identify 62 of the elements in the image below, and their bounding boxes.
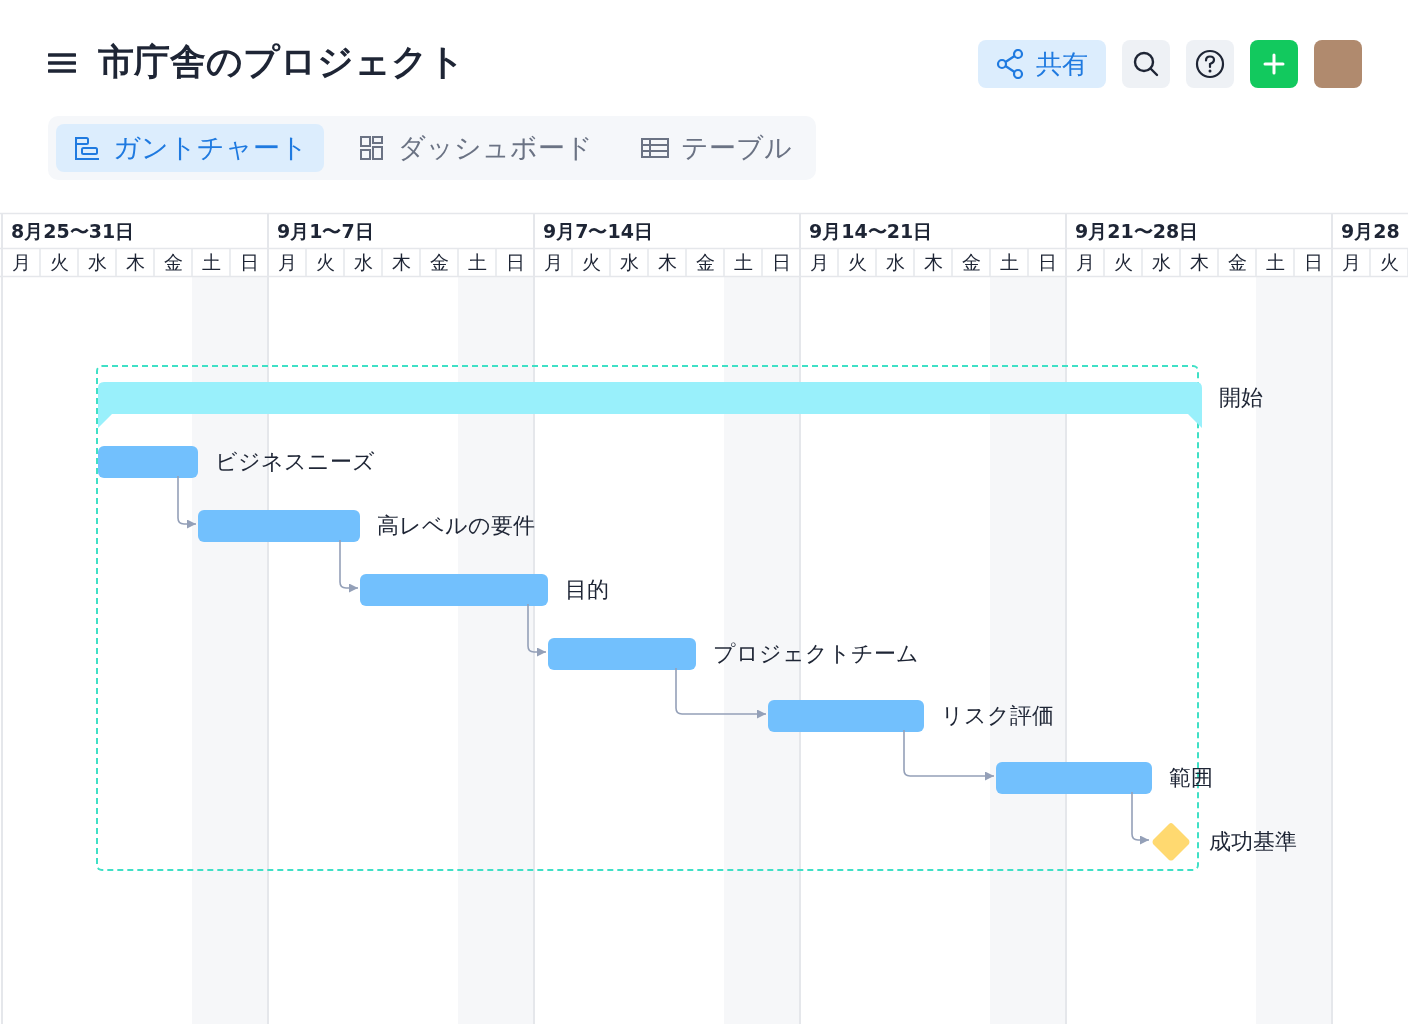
day-label: 金 [960, 250, 982, 274]
day-label: 月 [1074, 250, 1096, 274]
week-label: 9月14〜21日 [809, 219, 933, 244]
task-label: 目的 [565, 576, 609, 604]
day-label: 火 [1112, 250, 1134, 274]
day-label: 月 [276, 250, 298, 274]
day-label: 日 [504, 250, 526, 274]
day-label: 火 [314, 250, 336, 274]
dependency-arrow [527, 603, 547, 657]
phase-label: 開始 [1219, 384, 1263, 412]
day-label: 月 [542, 250, 564, 274]
day-label: 日 [1036, 250, 1058, 274]
week-label: 8月25〜31日 [11, 219, 135, 244]
day-label: 土 [1264, 250, 1286, 274]
dependency-arrow [903, 729, 995, 781]
day-label: 木 [390, 250, 412, 274]
day-label: 木 [922, 250, 944, 274]
task-label: プロジェクトチーム [713, 640, 919, 668]
task-label: リスク評価 [941, 702, 1054, 730]
week-label: 9月7〜14日 [543, 219, 653, 244]
day-label: 日 [1302, 250, 1324, 274]
day-label: 月 [808, 250, 830, 274]
day-label: 日 [238, 250, 260, 274]
table-tab: テーブル [626, 124, 806, 172]
day-label: 水 [618, 250, 640, 274]
dependency-arrow [177, 475, 197, 529]
day-label: 木 [656, 250, 678, 274]
task-label: 範囲 [1169, 764, 1213, 792]
day-label: 木 [1188, 250, 1210, 274]
dependency-arrow [339, 539, 359, 593]
week-label: 9月21〜28日 [1075, 219, 1199, 244]
dashboard-tab: ダッシュボード [340, 124, 610, 172]
day-label: 火 [48, 250, 70, 274]
dependency-arrow [675, 667, 767, 719]
day-label: 金 [1226, 250, 1248, 274]
day-label: 土 [732, 250, 754, 274]
task-label: ビジネスニーズ [215, 448, 375, 476]
day-label: 水 [1150, 250, 1172, 274]
milestone-label: 成功基準 [1209, 828, 1297, 856]
day-label: 木 [124, 250, 146, 274]
task-label: 高レベルの要件 [377, 512, 535, 540]
gantt-tab: ガントチャート [56, 124, 324, 172]
day-label: 月 [10, 250, 32, 274]
day-label: 火 [580, 250, 602, 274]
day-label: 水 [86, 250, 108, 274]
day-label: 水 [884, 250, 906, 274]
day-label: 日 [770, 250, 792, 274]
page-title: 市庁舎のプロジェクト [98, 40, 465, 84]
day-label: 月 [1340, 250, 1362, 274]
day-label: 火 [1378, 250, 1400, 274]
share-button: 共有 [978, 40, 1106, 88]
day-label: 土 [466, 250, 488, 274]
week-label: 9月1〜7日 [277, 219, 374, 244]
day-label: 火 [846, 250, 868, 274]
day-label: 金 [428, 250, 450, 274]
day-label: 金 [162, 250, 184, 274]
week-label: 9月28 [1341, 219, 1400, 244]
dependency-arrow [1131, 791, 1150, 845]
day-label: 金 [694, 250, 716, 274]
day-label: 土 [200, 250, 222, 274]
day-label: 水 [352, 250, 374, 274]
day-label: 土 [998, 250, 1020, 274]
